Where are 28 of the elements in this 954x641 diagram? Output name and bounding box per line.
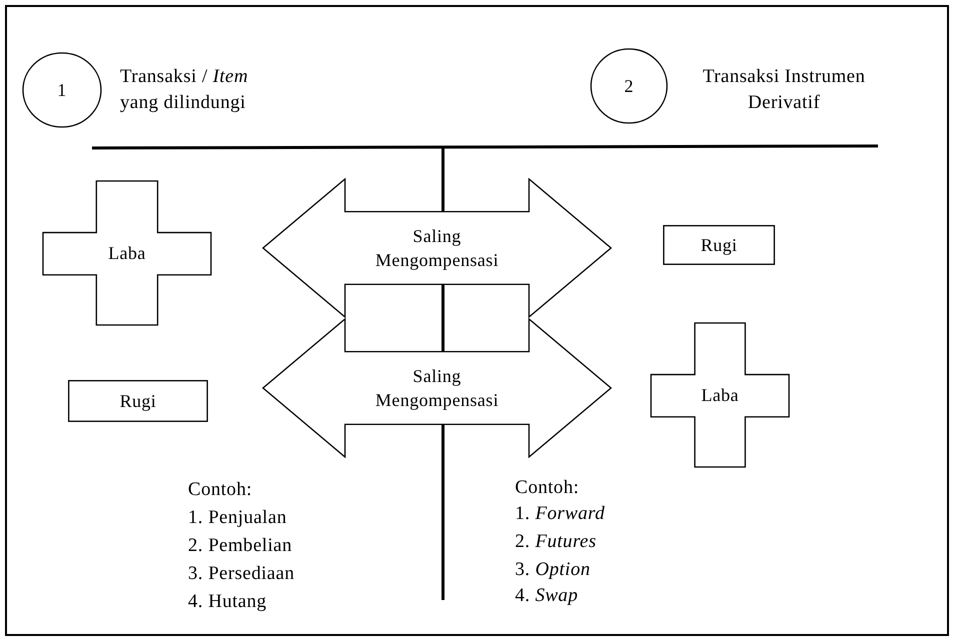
list-heading: Contoh:	[188, 478, 252, 502]
node-label: 1	[56, 79, 68, 102]
list-heading: Contoh:	[515, 476, 580, 500]
list-item: 4. Hutang	[188, 590, 267, 614]
caption-text: Transaksi / Item yang dilindungi	[120, 65, 250, 115]
list-item: 2. Pembelian	[188, 534, 292, 558]
plus-shape	[650, 322, 790, 468]
node-label: Laba	[700, 384, 740, 407]
node-label: Saling Mengompensasi	[374, 225, 500, 272]
node-label: Rugi	[700, 234, 738, 257]
list-item: 3. Option	[515, 558, 590, 582]
list-item: 3. Persediaan	[188, 562, 294, 586]
node-label: Saling Mengompensasi	[374, 365, 500, 412]
number-circle	[22, 52, 102, 128]
caption-text: Transaksi Instrumen Derivatif	[702, 65, 866, 115]
node-label: 2	[623, 75, 635, 98]
node-label: Rugi	[118, 390, 158, 413]
loss-box	[663, 225, 775, 265]
node-label: Laba	[107, 242, 147, 265]
number-circle	[590, 48, 668, 124]
plus-shape	[42, 180, 212, 326]
list-item: 1. Penjualan	[188, 506, 287, 530]
loss-box	[68, 380, 208, 422]
list-item: 1. Forward	[515, 502, 605, 526]
bidirectional-banner	[262, 318, 612, 458]
bidirectional-banner	[262, 178, 612, 318]
list-item: 2. Futures	[515, 530, 596, 554]
list-item: 4. Swap	[515, 584, 578, 608]
